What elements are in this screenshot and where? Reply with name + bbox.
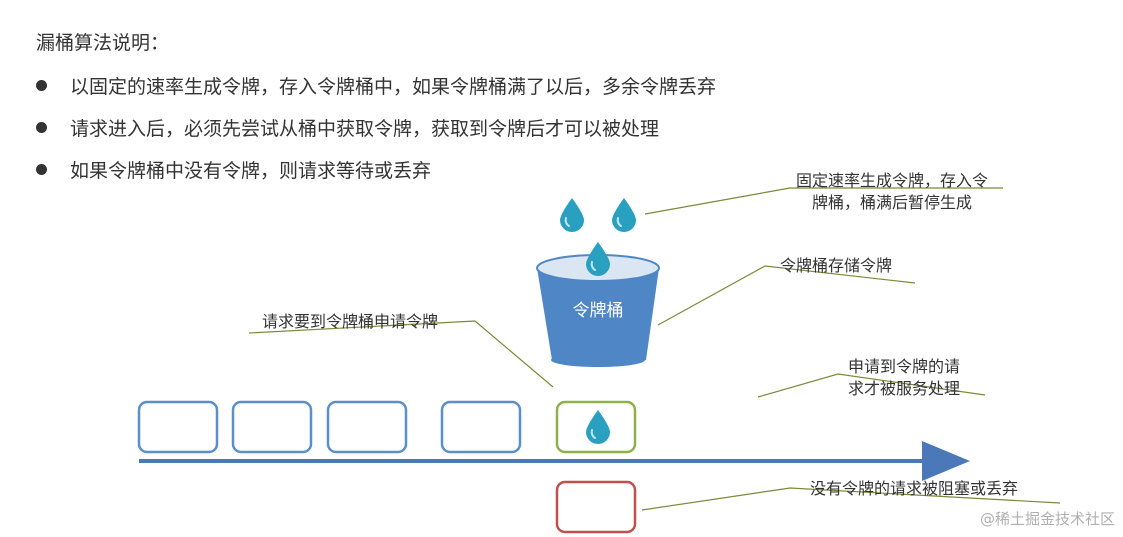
request-box — [137, 400, 219, 454]
bullet-text: 如果令牌桶中没有令牌，则请求等待或丢弃 — [70, 160, 432, 182]
bullet-item: 如果令牌桶中没有令牌，则请求等待或丢弃 — [36, 150, 716, 192]
annotation-generate-line1: 固定速率生成令牌，存入令 — [796, 171, 988, 190]
bullet-dot-icon — [36, 80, 47, 91]
annotation-generate-line2: 牌桶，桶满后暂停生成 — [812, 193, 972, 212]
annotation-leaders — [248, 187, 1061, 511]
annotation-process-line1: 申请到令牌的请 — [848, 357, 960, 376]
token-drop-icon — [560, 198, 584, 232]
annotation-request: 请求要到令牌桶申请令牌 — [262, 312, 438, 331]
token-bucket: 令牌桶 — [536, 254, 660, 367]
annotation-process-line2: 求才被服务处理 — [848, 379, 960, 398]
bullet-item: 以固定的速率生成令牌，存入令牌桶中，如果令牌桶满了以后，多余令牌丢弃 — [36, 66, 716, 108]
bullet-item: 请求进入后，必须先尝试从桶中获取令牌，获取到令牌后才可以被处理 — [36, 108, 716, 150]
annotation-store: 令牌桶存储令牌 — [780, 256, 892, 275]
request-box — [326, 400, 408, 454]
bullet-dot-icon — [36, 164, 47, 175]
token-drop-icon — [612, 198, 636, 232]
request-box — [440, 400, 522, 454]
token-drop-icon — [586, 242, 610, 276]
annotation-blocked: 没有令牌的请求被阻塞或丢弃 — [810, 479, 1018, 498]
watermark: @稀土掘金技术社区 — [979, 510, 1115, 528]
bullet-dot-icon — [36, 122, 47, 133]
bullet-list: 以固定的速率生成令牌，存入令牌桶中，如果令牌桶满了以后，多余令牌丢弃 请求进入后… — [36, 66, 716, 192]
page-title: 漏桶算法说明： — [36, 32, 170, 54]
blocked-request-box — [555, 480, 637, 534]
bucket-label: 令牌桶 — [573, 301, 624, 321]
bullet-text: 请求进入后，必须先尝试从桶中获取令牌，获取到令牌后才可以被处理 — [70, 118, 660, 140]
bullet-text: 以固定的速率生成令牌，存入令牌桶中，如果令牌桶满了以后，多余令牌丢弃 — [70, 76, 717, 98]
request-box — [231, 400, 313, 454]
